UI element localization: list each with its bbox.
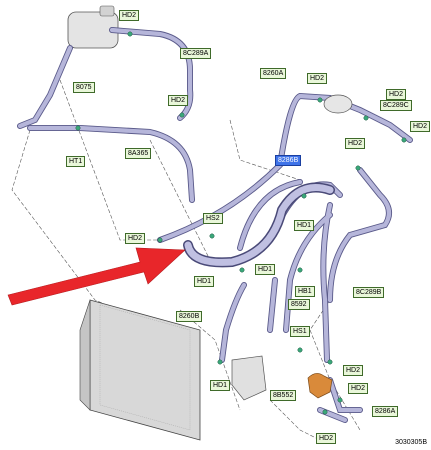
label-hd2: HD2 xyxy=(410,121,431,132)
label-hs2: HS2 xyxy=(203,213,223,224)
label-ht1: HT1 xyxy=(66,156,86,167)
label-hd1: HD1 xyxy=(194,276,215,287)
label-hd2: HD2 xyxy=(348,383,369,394)
label-hd2: HD2 xyxy=(119,10,140,21)
label-8a365: 8A365 xyxy=(125,148,152,159)
label-8075: 8075 xyxy=(73,82,95,93)
label-8c289c: 8C289C xyxy=(380,100,412,111)
orange-component xyxy=(307,373,333,399)
radiator xyxy=(79,299,201,441)
label-8592: 8592 xyxy=(288,299,310,310)
label-8b552: 8B552 xyxy=(270,390,297,401)
label-hd2: HD2 xyxy=(345,138,366,149)
label-hd2: HD2 xyxy=(316,433,337,444)
label-hd2: HD2 xyxy=(343,365,364,376)
label-hd1: HD1 xyxy=(294,220,315,231)
label-8286a: 8286A xyxy=(372,406,399,417)
main-hose xyxy=(183,182,335,268)
label-8260a: 8260A xyxy=(260,68,287,79)
label-hd1: HD1 xyxy=(255,264,276,275)
label-hd2: HD2 xyxy=(386,89,407,100)
label-8286b: 8286B xyxy=(275,155,302,166)
expansion-tank xyxy=(67,5,119,49)
label-hd1: HD1 xyxy=(210,380,231,391)
red-arrow xyxy=(7,247,186,306)
pump-housing xyxy=(231,355,267,401)
label-8c289b: 8C289B xyxy=(353,287,385,298)
document-number: 3030305B xyxy=(395,439,427,446)
label-hd2: HD2 xyxy=(125,233,146,244)
label-hd2: HD2 xyxy=(307,73,328,84)
label-8260b: 8260B xyxy=(176,311,203,322)
clamps xyxy=(75,31,407,415)
label-hd2: HD2 xyxy=(168,95,189,106)
label-hb1: HB1 xyxy=(295,286,315,297)
label-8c289a: 8C289A xyxy=(180,48,212,59)
small-reservoir xyxy=(323,94,353,114)
label-hs1: HS1 xyxy=(290,326,310,337)
hoses xyxy=(17,27,413,423)
